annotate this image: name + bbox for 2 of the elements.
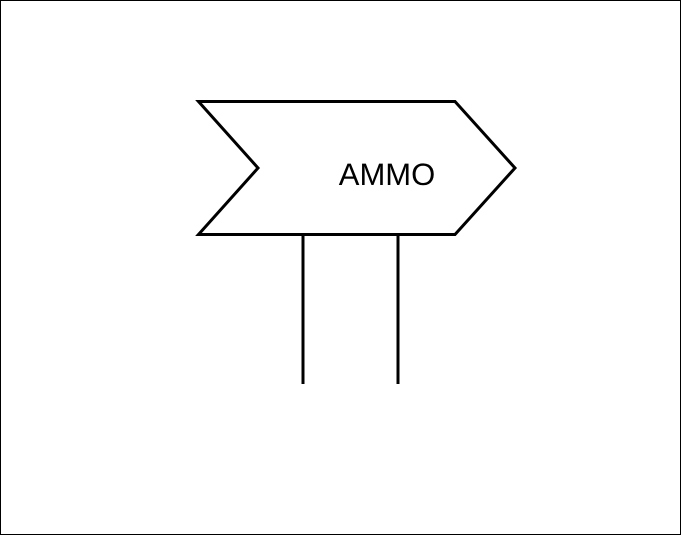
sign-text: AMMO: [338, 157, 436, 193]
arrow-sign: [197, 100, 517, 236]
